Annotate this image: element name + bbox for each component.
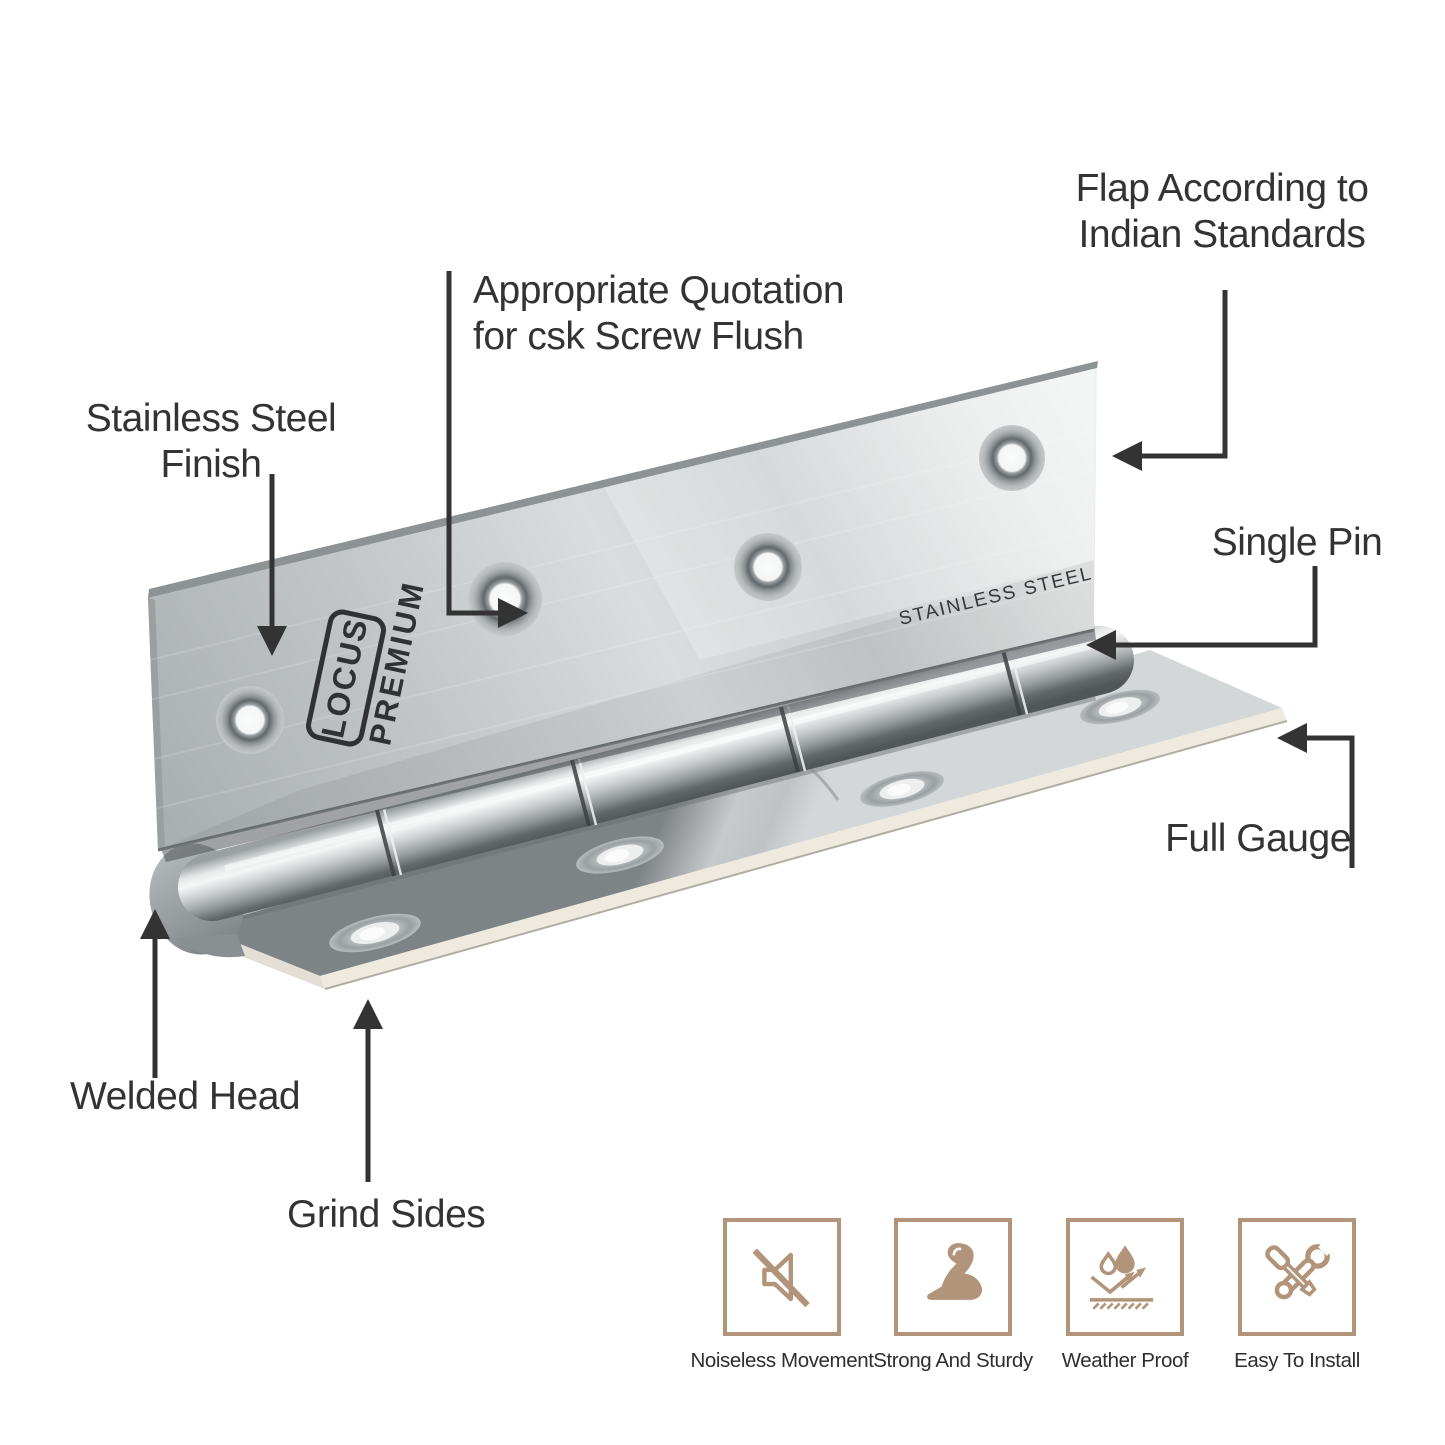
countersunk-hole — [329, 913, 421, 953]
screw-hole — [216, 686, 284, 754]
countersunk-hole — [576, 836, 664, 874]
csk-callout-line — [446, 271, 502, 616]
crossed-tools-icon — [1265, 1240, 1334, 1300]
welded-head-callout-label: Welded Head — [70, 1075, 301, 1118]
feature-strong-and-sturdy: Strong And Sturdy — [843, 1218, 1063, 1373]
countersunk-hole — [1080, 689, 1160, 725]
feature-label: Strong And Sturdy — [873, 1349, 1033, 1372]
flap-callout-label: Flap According to Indian Standards — [1075, 167, 1369, 256]
single-pin-callout-line — [1112, 566, 1318, 648]
welded-head-arrowhead — [140, 909, 170, 939]
csk-callout-label: Appropriate Quotation for csk Screw Flus… — [473, 269, 845, 358]
feature-box — [1238, 1218, 1356, 1336]
muted-speaker-icon — [752, 1248, 810, 1308]
feature-easy-to-install: Easy To Install — [1187, 1218, 1407, 1373]
feature-label: Easy To Install — [1234, 1349, 1360, 1372]
finish-arrowhead — [257, 626, 287, 656]
countersunk-hole — [860, 771, 944, 807]
screw-hole — [468, 562, 542, 636]
finish-callout-label: Stainless Steel Finish — [85, 397, 337, 486]
single-pin-arrowhead — [1086, 630, 1116, 660]
feature-box — [1066, 1218, 1184, 1336]
grind-sides-callout-label: Grind Sides — [287, 1193, 486, 1236]
single-pin-callout-label: Single Pin — [1211, 521, 1383, 564]
screw-hole — [979, 425, 1045, 491]
callout-lines — [152, 271, 1355, 1182]
feature-box — [723, 1218, 841, 1336]
water-drops-icon — [1089, 1245, 1154, 1310]
feature-box — [894, 1218, 1012, 1336]
full-gauge-arrowhead — [1277, 723, 1307, 753]
full-gauge-callout-label: Full Gauge — [1165, 817, 1351, 860]
csk-arrowhead — [498, 598, 528, 628]
feature-label: Noiseless Movement — [690, 1349, 874, 1372]
lower-leaf-edge — [320, 708, 1287, 989]
hinge-upper-leaf: LOCUS PREMIUM STAINLESS STEEL — [148, 361, 1098, 852]
feature-noiseless-movement: Noiseless Movement — [672, 1218, 892, 1373]
flexed-arm-icon — [927, 1243, 983, 1300]
flap-arrowhead — [1112, 441, 1142, 471]
grind-sides-arrowhead — [353, 999, 383, 1029]
screw-hole — [734, 533, 802, 601]
hinge-lower-leaf — [200, 650, 1288, 990]
feature-label: Weather Proof — [1061, 1349, 1189, 1372]
hinge-barrel — [178, 626, 1134, 921]
flap-callout-line — [1136, 290, 1228, 459]
callout-arrowheads — [140, 441, 1307, 1029]
full-gauge-callout-line — [1303, 735, 1355, 868]
feature-weather-proof: Weather Proof — [1015, 1218, 1235, 1373]
